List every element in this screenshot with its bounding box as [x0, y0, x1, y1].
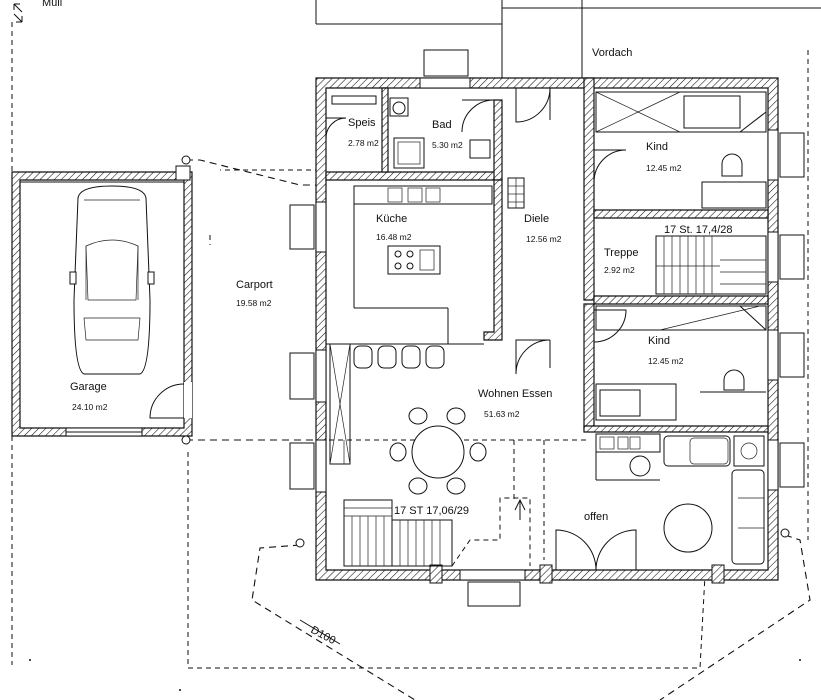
vordach-label: Vordach	[592, 47, 632, 59]
window-shutters	[289, 49, 805, 607]
doors	[325, 87, 637, 571]
kind1-name: Kind	[646, 141, 668, 153]
dimension-line	[299, 619, 341, 645]
carport-area: 19.58 m2	[236, 298, 272, 308]
treppe-area: 2.92 m2	[604, 265, 635, 275]
kueche-fixtures	[326, 185, 493, 345]
kind1-furniture	[595, 91, 767, 209]
bar-stools	[329, 343, 445, 465]
diele-name: Diele	[524, 213, 549, 225]
garage-name: Garage	[70, 381, 107, 393]
speis-shelf	[331, 95, 377, 105]
diele-area: 12.56 m2	[526, 234, 562, 244]
muell-label: Müll	[42, 0, 62, 9]
wohnen-area: 51.63 m2	[484, 409, 520, 419]
bad-fixtures	[389, 97, 491, 169]
kind1-area: 12.45 m2	[646, 163, 682, 173]
kind2-name: Kind	[648, 335, 670, 347]
grid-dots	[29, 659, 801, 691]
upper-stair-label: 17 St. 17,4/28	[664, 224, 733, 236]
north-arrow-icon	[13, 3, 23, 23]
windows	[315, 77, 779, 581]
offen-name: offen	[584, 511, 608, 523]
lower-staircase	[343, 440, 545, 567]
kueche-area: 16.48 m2	[376, 232, 412, 242]
site-boundary	[11, 22, 811, 700]
offen-furniture	[595, 433, 765, 565]
garage-area: 24.10 m2	[72, 402, 108, 412]
speis-area: 2.78 m2	[348, 138, 379, 148]
dining-table	[389, 407, 487, 495]
kueche-name: Küche	[376, 213, 407, 225]
carport-posts	[209, 235, 790, 548]
interior-walls	[325, 77, 769, 433]
garage	[11, 155, 193, 445]
kind2-furniture	[595, 305, 767, 421]
diele-grid	[507, 177, 525, 209]
vordach-outline	[315, 0, 821, 78]
treppe-name: Treppe	[604, 247, 638, 259]
wohnen-name: Wohnen Essen	[478, 388, 552, 400]
speis-name: Speis	[348, 117, 376, 129]
carport-name: Carport	[236, 279, 273, 291]
kind2-area: 12.45 m2	[648, 356, 684, 366]
car-icon	[69, 185, 155, 375]
house-outer-wall	[315, 77, 779, 581]
wall-piers	[429, 564, 725, 584]
upper-staircase	[655, 235, 767, 295]
bad-name: Bad	[432, 119, 452, 131]
bad-area: 5.30 m2	[432, 140, 463, 150]
lower-stair-label: 17 ST 17,06/29	[394, 505, 469, 517]
